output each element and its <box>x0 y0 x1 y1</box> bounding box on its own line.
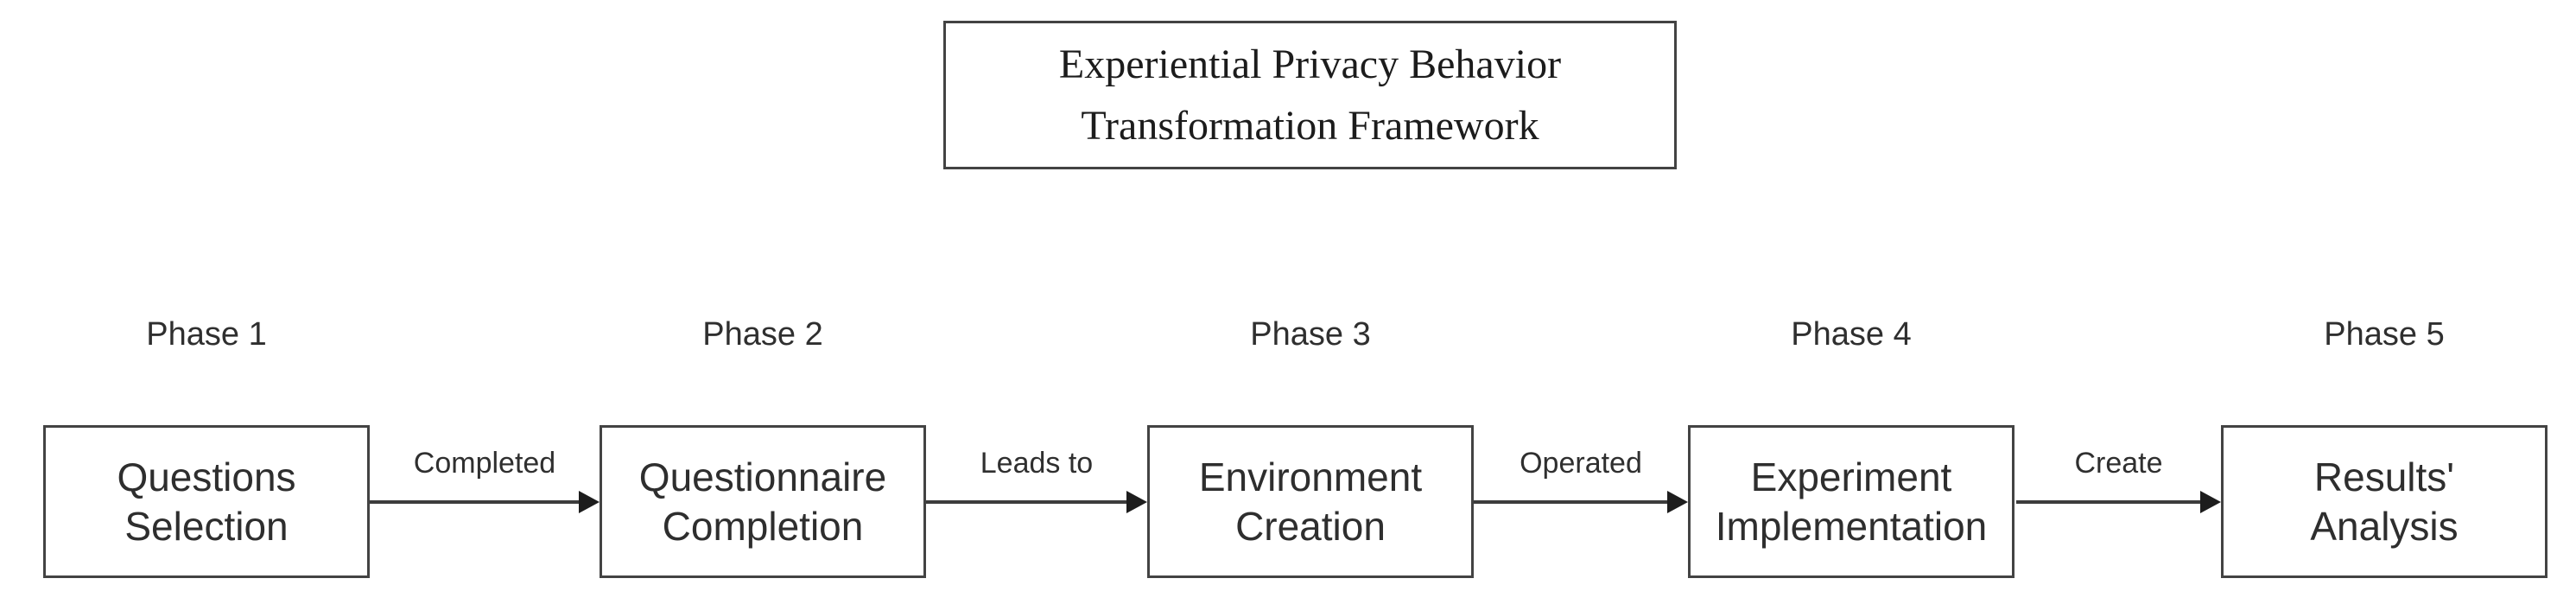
arrow-line <box>1474 500 1672 504</box>
node-experiment-implementation: Experiment Implementation <box>1688 425 2014 578</box>
node-results-analysis: Results' Analysis <box>2221 425 2547 578</box>
node-text-line1: Results' <box>2313 454 2455 499</box>
connector-operated: Operated <box>1474 425 1688 578</box>
arrow-head <box>2200 491 2221 513</box>
arrow-line <box>370 500 584 504</box>
framework-title-line1: Experiential Privacy Behavior <box>1058 41 1562 87</box>
arrow-head <box>1667 491 1688 513</box>
node-text-line1: Environment <box>1198 454 1423 499</box>
node-questions-selection: Questions Selection <box>43 425 370 578</box>
phase-label-1: Phase 1 <box>146 316 267 353</box>
arrow-line <box>2016 500 2205 504</box>
connector-label: Operated <box>1520 447 1642 480</box>
node-text-line2: Analysis <box>2310 503 2459 549</box>
node-text-line1: Questions <box>117 454 296 499</box>
connector-leads-to: Leads to <box>926 425 1147 578</box>
arrow-head <box>579 491 600 513</box>
arrow-head <box>1126 491 1147 513</box>
phase-label-5: Phase 5 <box>2324 316 2445 353</box>
phase-label-4: Phase 4 <box>1791 316 1912 353</box>
node-text-line1: Experiment <box>1750 454 1952 499</box>
connector-completed: Completed <box>370 425 600 578</box>
connector-label: Completed <box>413 447 556 480</box>
connector-label: Leads to <box>980 447 1094 480</box>
node-text-line2: Completion <box>662 503 864 549</box>
framework-title-box: Experiential Privacy Behavior Transforma… <box>943 21 1677 169</box>
node-questionnaire-completion: Questionnaire Completion <box>600 425 926 578</box>
node-text-line2: Selection <box>124 503 289 549</box>
connector-label: Create <box>2074 447 2163 480</box>
phase-label-2: Phase 2 <box>702 316 823 353</box>
node-text-line1: Questionnaire <box>638 454 887 499</box>
framework-title-line2: Transformation Framework <box>1081 103 1539 149</box>
phase-label-3: Phase 3 <box>1250 316 1371 353</box>
node-text-line2: Creation <box>1235 503 1386 549</box>
node-environment-creation: Environment Creation <box>1147 425 1474 578</box>
arrow-line <box>926 500 1132 504</box>
node-text-line2: Implementation <box>1715 503 1988 549</box>
connector-create: Create <box>2016 425 2221 578</box>
